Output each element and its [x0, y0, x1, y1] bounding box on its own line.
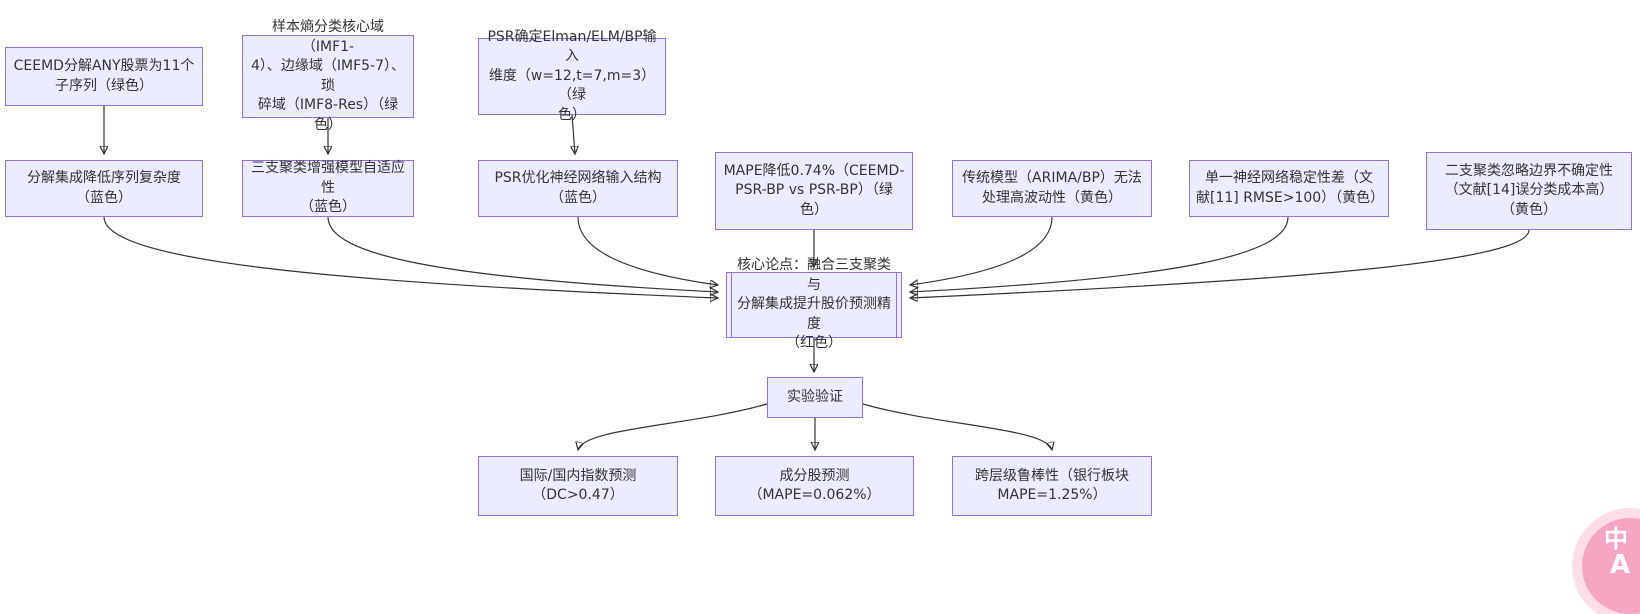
- node-single-nn: 单一神经网络稳定性差（文 献[11] RMSE>100）（黄色）: [1189, 160, 1389, 217]
- node-label: 分解集成降低序列复杂度 （蓝色）: [27, 170, 181, 206]
- node-twoway-cluster: 二支聚类忽略边界不确定性 （文献[14]误分类成本高） （黄色）: [1426, 152, 1632, 230]
- node-index-prediction: 国际/国内指数预测 （DC>0.47）: [478, 456, 678, 516]
- node-label: 三支聚类增强模型自适应性 （蓝色）: [251, 160, 405, 216]
- node-label: 单一神经网络稳定性差（文 献[11] RMSE>100）（黄色）: [1196, 170, 1385, 206]
- edge-experiment-to-robustness: [862, 403, 1052, 450]
- node-traditional-model: 传统模型（ARIMA/BP）无法 处理高波动性（黄色）: [952, 160, 1152, 217]
- node-core-thesis: 核心论点：融合三支聚类与 分解集成提升股价预测精度 （红色）: [726, 257, 902, 351]
- node-cross-level-robustness: 跨层级鲁棒性（银行板块 MAPE=1.25%）: [952, 456, 1152, 516]
- edge-experiment-to-index: [578, 403, 768, 450]
- node-sample-entropy: 样本熵分类核心域（IMF1- 4）、边缘域（IMF5-7）、琐 碎域（IMF8-…: [242, 19, 414, 133]
- node-label: PSR优化神经网络输入结构 （蓝色）: [494, 170, 662, 206]
- node-decompose-complexity: 分解集成降低序列复杂度 （蓝色）: [5, 160, 203, 217]
- node-mape-reduction: MAPE降低0.74%（CEEMD- PSR-BP vs PSR-BP）（绿 色…: [715, 152, 913, 230]
- node-label: 国际/国内指数预测 （DC>0.47）: [519, 467, 637, 504]
- node-label: 二支聚类忽略边界不确定性 （文献[14]误分类成本高） （黄色）: [1444, 162, 1614, 218]
- edge-singlenn-to-core: [910, 216, 1289, 292]
- node-label: 跨层级鲁棒性（银行板块 MAPE=1.25%）: [975, 467, 1129, 504]
- edge-decompose-to-core: [103, 216, 718, 298]
- translate-badge-zh-glyph: 中: [1604, 525, 1628, 553]
- node-label: PSR确定Elman/ELM/BP输入 维度（w=12,t=7,m=3）（绿 色…: [487, 28, 657, 123]
- node-label: 样本熵分类核心域（IMF1- 4）、边缘域（IMF5-7）、琐 碎域（IMF8-…: [250, 19, 406, 133]
- node-label: 传统模型（ARIMA/BP）无法 处理高波动性（黄色）: [962, 170, 1142, 206]
- translate-badge[interactable]: 中 A: [1582, 518, 1640, 614]
- node-psr-structure: PSR优化神经网络输入结构 （蓝色）: [478, 160, 678, 217]
- edge-threeway-to-core: [327, 216, 718, 292]
- node-label: CEEMD分解ANY股票为11个 子序列（绿色）: [13, 58, 195, 94]
- edge-psropt-to-core: [577, 216, 718, 285]
- node-threeway-adaptive: 三支聚类增强模型自适应性 （蓝色）: [242, 160, 414, 217]
- node-constituent-prediction: 成分股预测 （MAPE=0.062%）: [715, 456, 914, 516]
- node-label: MAPE降低0.74%（CEEMD- PSR-BP vs PSR-BP）（绿 色…: [723, 162, 905, 218]
- edge-traditional-to-core: [910, 216, 1053, 285]
- node-psr-dimension: PSR确定Elman/ELM/BP输入 维度（w=12,t=7,m=3）（绿 色…: [478, 29, 666, 123]
- node-label: 实验验证: [787, 388, 843, 405]
- node-experiment-validation: 实验验证: [767, 377, 863, 418]
- node-ceemd-decompose: CEEMD分解ANY股票为11个 子序列（绿色）: [5, 47, 203, 106]
- edge-twoway-to-core: [910, 229, 1530, 298]
- node-label: 成分股预测 （MAPE=0.062%）: [748, 467, 881, 504]
- node-label: 核心论点：融合三支聚类与 分解集成提升股价预测精度 （红色）: [737, 257, 891, 352]
- translate-badge-en-glyph: A: [1610, 550, 1631, 580]
